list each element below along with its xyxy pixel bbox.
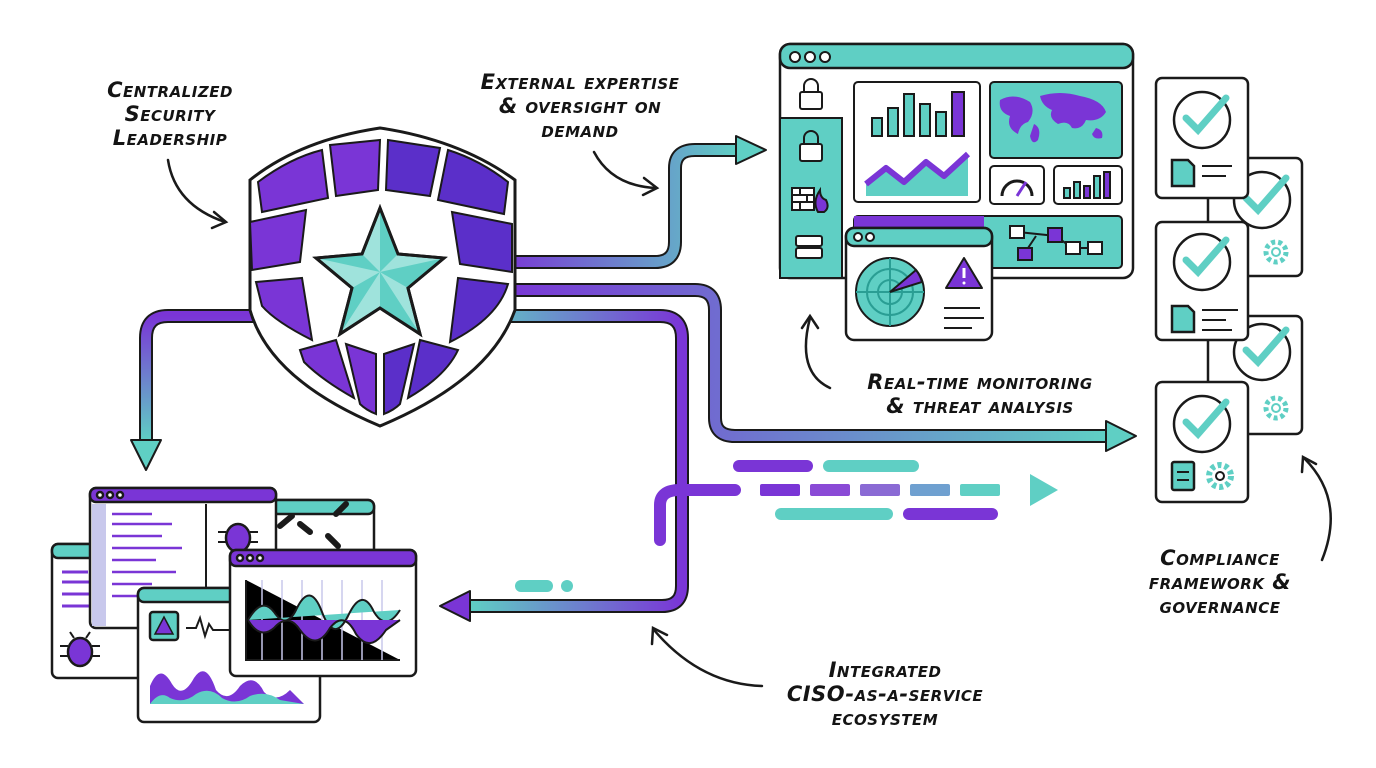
waveform-icon bbox=[247, 594, 401, 630]
pipe-to-dashboard bbox=[500, 143, 738, 269]
checkmark-icon bbox=[1172, 394, 1232, 454]
label-leadership: Centralized Security Leadership bbox=[107, 78, 233, 150]
document-icon bbox=[1170, 304, 1238, 334]
gauge-icon bbox=[989, 165, 1045, 205]
firewall-icon bbox=[791, 186, 829, 213]
pipe-to-center-screens bbox=[470, 309, 689, 613]
waveform-icon bbox=[186, 614, 233, 640]
label-compliance: Compliance framework & governance bbox=[1148, 546, 1292, 618]
data-streams bbox=[515, 460, 1058, 592]
label-monitoring: Real-time monitoring & threat analysis bbox=[867, 370, 1093, 418]
document-icon bbox=[1170, 460, 1196, 492]
radar-icon bbox=[855, 257, 925, 327]
gear-icon bbox=[1263, 239, 1289, 265]
lock-icon bbox=[799, 78, 823, 110]
threat-screens bbox=[50, 486, 418, 724]
compliance-cards bbox=[1154, 76, 1304, 504]
checkmark-icon bbox=[1172, 90, 1232, 150]
bug-icon bbox=[60, 631, 100, 668]
gear-icon bbox=[1206, 462, 1234, 490]
lock-icon bbox=[799, 130, 823, 162]
monitoring-dashboard bbox=[778, 42, 1135, 342]
arrowhead-dashboard bbox=[735, 135, 767, 165]
connector-pipes bbox=[130, 135, 1137, 622]
pointer-arrows bbox=[166, 150, 1332, 688]
gear-icon bbox=[1263, 395, 1289, 421]
arrowhead-center-screens bbox=[439, 590, 471, 622]
warning-icon bbox=[945, 257, 983, 289]
checkmark-icon bbox=[1172, 232, 1232, 292]
document-icon bbox=[1170, 158, 1232, 188]
server-icon bbox=[795, 235, 823, 259]
arrowhead-left-screens bbox=[130, 439, 162, 471]
broken-chain-icon bbox=[277, 501, 349, 549]
arrowhead-compliance bbox=[1105, 420, 1137, 452]
label-expertise: External expertise & oversight on demand bbox=[480, 70, 680, 142]
shield-icon bbox=[248, 126, 517, 428]
warning-icon bbox=[153, 615, 175, 635]
pipe-to-left-screens bbox=[139, 309, 262, 440]
label-ecosystem: Integrated CISO-as-a-service ecosystem bbox=[786, 658, 984, 730]
